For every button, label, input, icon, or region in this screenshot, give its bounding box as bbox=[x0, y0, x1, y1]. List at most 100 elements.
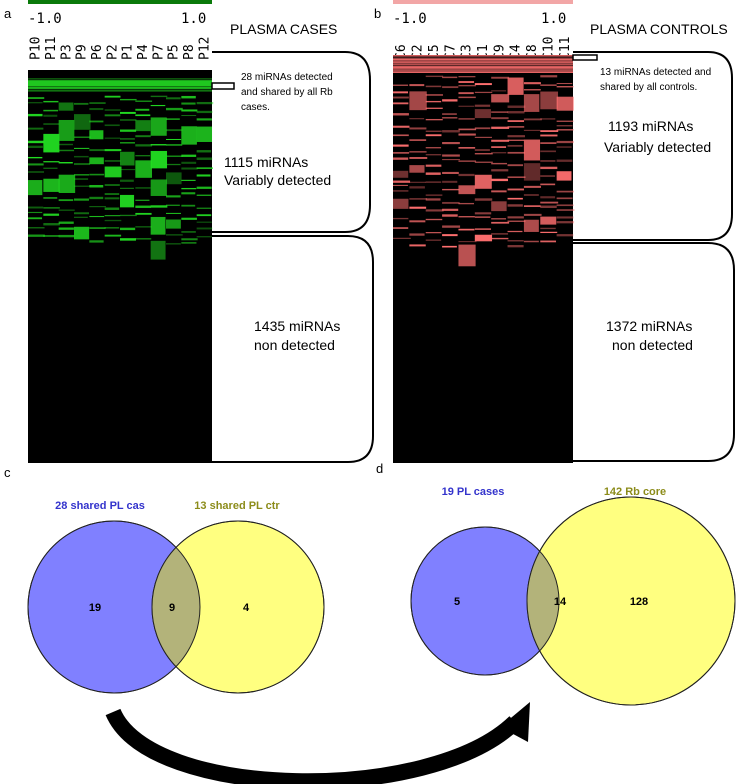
heat-cell bbox=[540, 75, 558, 78]
heat-cell bbox=[74, 216, 88, 218]
venn-left-count: 19 bbox=[89, 602, 101, 614]
venn-right-outline bbox=[151, 520, 325, 694]
band-gap bbox=[28, 89, 212, 91]
heat-cell bbox=[74, 136, 91, 138]
heat-cell bbox=[393, 217, 409, 220]
venn-overlap-count: 14 bbox=[554, 596, 567, 608]
heat-cell bbox=[458, 118, 475, 120]
heat-cell bbox=[104, 160, 121, 162]
heat-cell bbox=[523, 163, 541, 181]
heat-cell bbox=[28, 145, 43, 149]
heat-cell bbox=[523, 205, 541, 207]
heat-cell bbox=[89, 173, 105, 176]
heat-cell bbox=[104, 219, 122, 222]
heat-cell bbox=[507, 151, 525, 154]
heat-cell bbox=[474, 136, 492, 138]
heat-cell bbox=[556, 197, 573, 200]
heat-cell bbox=[540, 160, 556, 162]
heat-cell bbox=[196, 174, 211, 177]
heat-cell bbox=[556, 159, 573, 162]
heat-cell bbox=[181, 126, 197, 145]
heat-cell bbox=[393, 91, 409, 94]
heat-cell bbox=[104, 124, 120, 127]
heat-cell bbox=[120, 119, 137, 121]
heat-cell bbox=[556, 125, 573, 127]
heat-cell bbox=[507, 135, 526, 138]
heat-cell bbox=[458, 84, 476, 87]
heat-cell bbox=[442, 154, 460, 157]
variable-note-line: Variably detected bbox=[224, 172, 331, 188]
heat-cell bbox=[458, 202, 475, 205]
heat-cell bbox=[425, 75, 444, 78]
heat-cell bbox=[425, 239, 442, 241]
heat-cell bbox=[442, 159, 460, 161]
heat-cell bbox=[409, 186, 425, 189]
heat-cell bbox=[409, 233, 425, 236]
heat-cell bbox=[150, 205, 168, 208]
heat-cell bbox=[425, 118, 443, 121]
heat-cell bbox=[89, 130, 104, 140]
heat-cell bbox=[474, 127, 491, 130]
heat-cell bbox=[458, 244, 476, 267]
band-gap bbox=[393, 62, 573, 64]
heat-cell bbox=[150, 144, 167, 146]
nondetected-bracket bbox=[573, 242, 735, 462]
heat-cell bbox=[556, 146, 572, 148]
band-gap bbox=[393, 65, 573, 67]
heat-cell bbox=[507, 240, 524, 242]
shared-band bbox=[393, 55, 573, 73]
heat-cell bbox=[150, 216, 166, 235]
heat-cell bbox=[181, 192, 196, 195]
heat-cell bbox=[540, 118, 556, 120]
heat-cell bbox=[458, 147, 476, 149]
heat-cell bbox=[556, 204, 574, 207]
arrowhead bbox=[500, 702, 530, 742]
heat-cell bbox=[104, 166, 122, 178]
heat-cell bbox=[540, 196, 556, 199]
heat-cell bbox=[43, 207, 60, 209]
heat-cell bbox=[74, 198, 89, 201]
nondetected-note: 1435 miRNAs non detected bbox=[254, 318, 344, 353]
heat-cell bbox=[196, 118, 212, 121]
heat-cell bbox=[507, 77, 524, 95]
heat-cell bbox=[28, 97, 45, 99]
heat-cell bbox=[491, 201, 507, 212]
heat-cell bbox=[409, 206, 427, 209]
heat-cell bbox=[458, 185, 476, 195]
heat-cell bbox=[135, 155, 151, 157]
band-gap bbox=[393, 57, 573, 59]
column-label: P12 bbox=[197, 37, 212, 60]
heat-cell bbox=[393, 125, 410, 128]
heat-cell bbox=[425, 198, 441, 201]
heat-cell bbox=[120, 168, 136, 171]
variable-note-line: 1115 miRNAs bbox=[224, 154, 308, 170]
heat-cell bbox=[135, 120, 151, 132]
band-gap bbox=[28, 88, 212, 90]
nondetected-bracket bbox=[212, 235, 374, 463]
heat-cell bbox=[556, 129, 574, 131]
heat-cell bbox=[540, 150, 556, 153]
heat-cell bbox=[409, 118, 425, 120]
heat-cell bbox=[409, 151, 427, 153]
heat-cell bbox=[166, 107, 183, 111]
heat-cell bbox=[523, 240, 539, 243]
heat-cell bbox=[166, 144, 183, 146]
heat-cell bbox=[43, 197, 58, 199]
heat-cell bbox=[166, 97, 181, 100]
heat-cell bbox=[540, 183, 556, 186]
heat-cell bbox=[458, 92, 474, 95]
heat-cell bbox=[89, 206, 106, 208]
heat-cell bbox=[166, 195, 181, 198]
heat-cell bbox=[43, 161, 60, 163]
heat-cell bbox=[104, 95, 121, 98]
heat-cell bbox=[507, 197, 523, 200]
heat-cell bbox=[28, 227, 45, 229]
column-label: C11 bbox=[558, 37, 573, 60]
heat-cell bbox=[425, 194, 443, 197]
heat-cell bbox=[89, 240, 104, 243]
heat-cell bbox=[474, 212, 492, 215]
heat-cell bbox=[442, 225, 461, 228]
heat-cell bbox=[120, 129, 137, 132]
heat-cell bbox=[393, 227, 409, 229]
